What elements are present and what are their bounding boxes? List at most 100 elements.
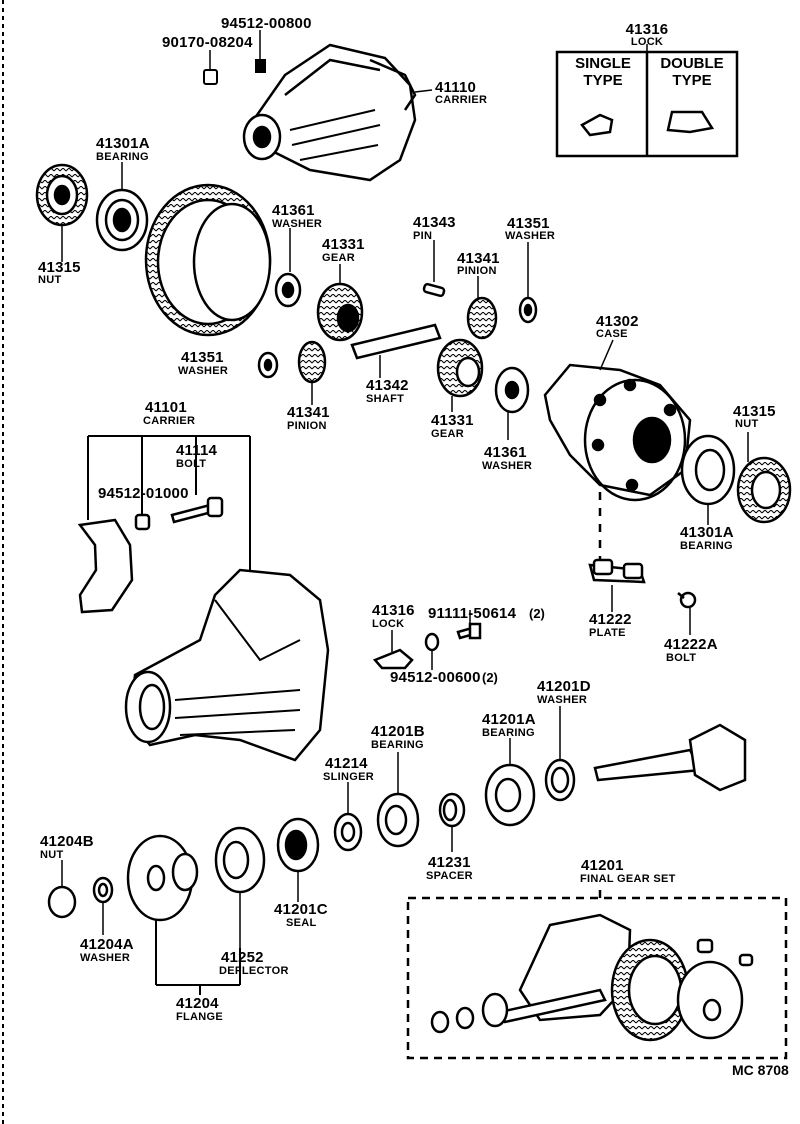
bearing-41301A-right-drawing xyxy=(680,434,736,506)
ring-gear-drawing xyxy=(144,183,272,337)
label-41302: 41302 xyxy=(596,313,639,330)
pinion-41341-top-drawing xyxy=(466,296,498,340)
label-41201B-name: BEARING xyxy=(371,739,424,751)
spacer-41231-drawing xyxy=(438,792,466,828)
gear-41331-top-drawing xyxy=(316,282,364,342)
label-41341-top: 41341 xyxy=(457,250,500,267)
pinion-41341-bottom-drawing xyxy=(297,340,327,384)
label-41201D: 41201D xyxy=(537,678,591,695)
label-41342-name: SHAFT xyxy=(366,393,405,405)
label-41204A-name: WASHER xyxy=(80,952,131,964)
label-41341-top-name: PINION xyxy=(457,265,497,277)
label-41204B-name: NUT xyxy=(40,849,64,861)
label-41201C-name: SEAL xyxy=(286,917,317,929)
label-41222A-name: BOLT xyxy=(666,652,697,664)
plate-41222-drawing xyxy=(588,558,646,584)
label-41231-name: SPACER xyxy=(426,870,473,882)
carrier-41110-drawing xyxy=(242,43,417,182)
label-41343-name: PIN xyxy=(413,230,433,242)
bearing-41201A-drawing xyxy=(484,763,536,827)
label-41214: 41214 xyxy=(325,755,368,772)
label-41361-bottom: 41361 xyxy=(484,444,527,461)
label-41110-name: CARRIER xyxy=(435,94,488,106)
final-gear-set-drawing xyxy=(430,913,754,1042)
label-41301A-right-name: BEARING xyxy=(680,540,733,552)
label-94512-00800: 94512-00800 xyxy=(221,15,312,32)
label-41201B: 41201B xyxy=(371,723,425,740)
label-41316-name: LOCK xyxy=(372,618,405,630)
label-41114: 41114 xyxy=(176,442,218,459)
bearing-41301A-top-drawing xyxy=(95,188,149,252)
flange-41204-bracket xyxy=(155,920,241,995)
label-41361-bottom-name: WASHER xyxy=(482,460,533,472)
seal-41201C-drawing xyxy=(276,817,320,873)
label-41331-bottom-name: GEAR xyxy=(431,428,464,440)
label-94512-01000: 94512-01000 xyxy=(98,485,189,502)
label-41301A-right: 41301A xyxy=(680,524,734,541)
label-41214-name: SLINGER xyxy=(323,771,374,783)
label-41204: 41204 xyxy=(176,995,219,1012)
bolt-41222A-drawing xyxy=(677,591,697,609)
case-41302-drawing xyxy=(543,363,692,502)
slinger-41214-drawing xyxy=(333,812,363,852)
label-41222A: 41222A xyxy=(664,636,718,653)
lock-box-part-no: 41316 xyxy=(625,21,669,38)
label-41204-name: FLANGE xyxy=(176,1011,224,1023)
label-41341-bottom-name: PINION xyxy=(287,420,327,432)
label-41204A: 41204A xyxy=(80,936,134,953)
nut-41315-left-drawing xyxy=(35,163,89,227)
label-41201: 41201 xyxy=(581,857,624,874)
label-41351-top-name: WASHER xyxy=(505,230,556,242)
label-41331-bottom: 41331 xyxy=(431,412,474,429)
label-41343: 41343 xyxy=(413,214,456,231)
lock-box-name: LOCK xyxy=(630,36,664,48)
washer-41351-top-drawing xyxy=(518,296,538,324)
lock-single-type-label: SINGLE TYPE xyxy=(575,55,631,89)
label-41331-top: 41331 xyxy=(322,236,365,253)
label-41316: 41316 xyxy=(372,602,415,619)
drive-pinion-drawing xyxy=(593,723,747,792)
label-41201C: 41201C xyxy=(274,901,328,918)
label-41351-top: 41351 xyxy=(507,215,550,232)
nut-94512-01000-drawing xyxy=(134,513,151,531)
label-91111-50614: 91111-50614 xyxy=(428,605,517,622)
final-gear-set-box xyxy=(406,890,788,1060)
label-41201A-name: BEARING xyxy=(482,727,535,739)
bearing-cap-drawing xyxy=(77,518,134,614)
flange-41204-drawing xyxy=(126,834,199,922)
nut-94512-00600-drawing xyxy=(424,632,440,652)
lock-41316-drawing xyxy=(372,648,414,670)
label-41101-name: CARRIER xyxy=(143,415,196,427)
label-41222-name: PLATE xyxy=(589,627,626,639)
label-41201A: 41201A xyxy=(482,711,536,728)
nut-90170-drawing xyxy=(203,59,266,85)
label-41252-name: DEFLECTOR xyxy=(219,965,289,977)
gear-41331-bottom-drawing xyxy=(436,338,484,398)
label-94512-00600-qty: (2) xyxy=(482,670,498,685)
label-41302-name: CASE xyxy=(596,328,628,340)
carrier-41101-drawing xyxy=(124,568,330,762)
label-41301A-top-name: BEARING xyxy=(96,151,149,163)
label-41110: 41110 xyxy=(435,79,477,96)
nut-41315-right-drawing xyxy=(736,456,792,524)
washer-41361-bottom-drawing xyxy=(494,366,530,414)
label-41351-left: 41351 xyxy=(181,349,224,366)
shaft-41342-drawing xyxy=(350,323,442,360)
label-41342: 41342 xyxy=(366,377,409,394)
washer-41204A-drawing xyxy=(92,876,114,904)
washer-41351-left-drawing xyxy=(257,351,279,379)
label-41341-bottom: 41341 xyxy=(287,404,330,421)
washer-41201D-drawing xyxy=(544,758,576,802)
label-91111-50614-qty: (2) xyxy=(529,606,545,621)
label-41361-top-name: WASHER xyxy=(272,218,323,230)
label-41231: 41231 xyxy=(428,854,471,871)
label-41315-left-name: NUT xyxy=(38,274,62,286)
label-41252: 41252 xyxy=(221,949,264,966)
label-41351-left-name: WASHER xyxy=(178,365,229,377)
label-90170-08204: 90170-08204 xyxy=(162,34,253,51)
pin-41343-drawing xyxy=(422,282,446,298)
deflector-41252-drawing xyxy=(214,826,266,894)
label-41201-name: FINAL GEAR SET xyxy=(580,873,676,885)
label-41301A-top: 41301A xyxy=(96,135,150,152)
